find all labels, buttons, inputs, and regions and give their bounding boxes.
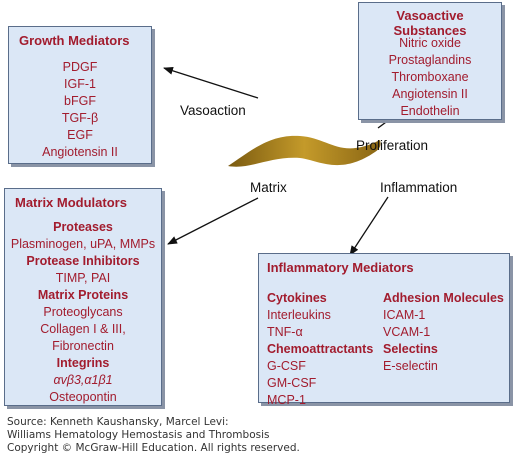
growth-mediator-item: EGF: [67, 128, 93, 142]
inflammatory-mediators-title: Inflammatory Mediators: [267, 260, 414, 275]
growth-mediator-item: bFGF: [64, 94, 96, 108]
adhesion-item: ICAM-1: [383, 308, 426, 322]
selectins-heading: Selectins: [383, 342, 438, 356]
protease-inhibitors-heading: Protease Inhibitors: [26, 254, 140, 268]
chemoattractant-item: MCP-1: [267, 393, 306, 407]
inflammatory-left-column: Cytokines Interleukins TNF-α Chemoattrac…: [267, 290, 373, 409]
cytokine-item: TNF-α: [267, 325, 303, 339]
growth-mediators-title: Growth Mediators: [19, 33, 130, 48]
integrins-item: Osteopontin: [49, 390, 117, 404]
source-footer: Source: Kenneth Kaushansky, Marcel Levi:…: [7, 416, 300, 455]
inflammatory-right-column: Adhesion Molecules ICAM-1 VCAM-1 Selecti…: [383, 290, 504, 375]
adhesion-molecules-heading: Adhesion Molecules: [383, 291, 504, 305]
central-swoosh: [228, 135, 381, 167]
protease-inhibitors-items: TIMP, PAI: [55, 271, 111, 285]
footer-line-book: Williams Hematology Hemostasis and Throm…: [7, 429, 270, 441]
matrix-label: Matrix: [250, 180, 287, 195]
inflammatory-mediators-box: Inflammatory Mediators Cytokines Interle…: [258, 253, 510, 407]
vasoactive-item: Thromboxane: [391, 70, 469, 84]
footer-line-source: Source: Kenneth Kaushansky, Marcel Levi:: [7, 416, 229, 428]
matrix-modulators-box: Matrix Modulators Proteases Plasminogen,…: [4, 188, 162, 406]
adhesion-item: VCAM-1: [383, 325, 431, 339]
inflammation-arrow: [349, 196, 389, 256]
proteases-heading: Proteases: [53, 220, 113, 234]
growth-mediator-item: PDGF: [62, 60, 98, 74]
integrins-formula-text: αvβ3,α1β1: [53, 373, 113, 387]
growth-mediator-item: Angiotensin II: [42, 145, 118, 159]
matrix-protein-item: Proteoglycans: [43, 305, 123, 319]
proteases-items: Plasminogen, uPA, MMPs: [10, 237, 156, 251]
vasoactive-item: Endothelin: [400, 104, 460, 118]
vasoaction-label: Vasoaction: [180, 103, 246, 118]
vasoactive-substances-title: Vasoactive Substances: [393, 8, 467, 38]
vasoactive-item: Nitric oxide: [399, 36, 461, 50]
chemoattractants-heading: Chemoattractants: [267, 342, 374, 356]
matrix-arrow: [167, 197, 259, 245]
vasoaction-arrow: [163, 66, 259, 99]
selectin-item: E-selectin: [383, 359, 438, 373]
vasoactive-item: Angiotensin II: [392, 87, 468, 101]
matrix-protein-item: Fibronectin: [52, 339, 114, 353]
vasoactive-substances-box: Vasoactive Substances Nitric oxide Prost…: [358, 2, 502, 120]
integrins-formula: αvβ3,α1β1: [5, 372, 161, 389]
chemoattractant-item: GM-CSF: [267, 376, 317, 390]
matrix-modulators-title: Matrix Modulators: [15, 195, 127, 210]
matrix-protein-item: Collagen I & III,: [40, 322, 126, 336]
growth-mediator-item: TGF-β: [61, 111, 99, 125]
cytokines-heading: Cytokines: [267, 291, 327, 305]
vasoactive-item: Prostaglandins: [388, 53, 472, 67]
matrix-proteins-heading: Matrix Proteins: [37, 288, 129, 302]
integrins-heading: Integrins: [56, 356, 110, 370]
growth-mediator-item: IGF-1: [64, 77, 96, 91]
growth-mediators-box: Growth Mediators PDGF IGF-1 bFGF TGF-β E…: [8, 26, 152, 164]
footer-line-copyright: Copyright © McGraw-Hill Education. All r…: [7, 442, 300, 454]
cytokine-item: Interleukins: [267, 308, 331, 322]
inflammation-label: Inflammation: [380, 180, 458, 195]
chemoattractant-item: G-CSF: [267, 359, 306, 373]
proliferation-label: Proliferation: [356, 138, 429, 153]
